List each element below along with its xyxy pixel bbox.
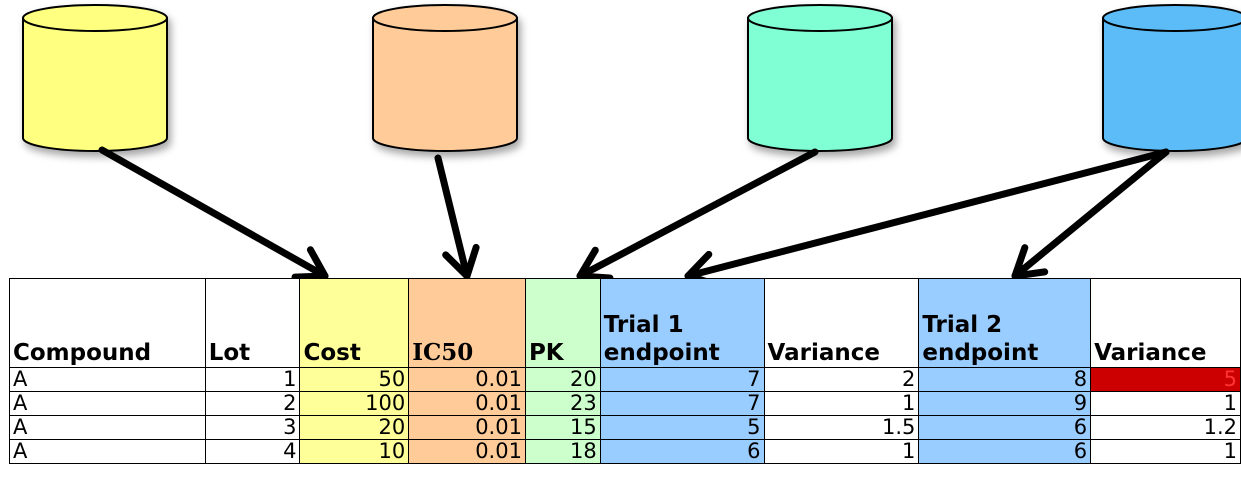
table-cell: 10 [299, 439, 410, 464]
table-cell: 1 [1090, 439, 1241, 464]
table-cell: 1.2 [1090, 415, 1241, 440]
table-cell: 6 [918, 439, 1092, 464]
table-cell: 1 [763, 439, 920, 464]
table-cell: A [9, 367, 206, 392]
teal-database [747, 4, 893, 152]
column-header: Lot [204, 278, 301, 368]
table-cell: 4 [204, 439, 301, 464]
table-cell: 0.01 [408, 415, 526, 440]
table-cell: 1 [204, 367, 301, 392]
table-cell: 20 [299, 415, 410, 440]
arrow-teal-to-pk [576, 148, 819, 282]
table-cell: 3 [204, 415, 301, 440]
table-cell: 7 [599, 391, 765, 416]
table-cell: 0.01 [408, 367, 526, 392]
column-header: PK [524, 278, 601, 368]
table-cell: 23 [524, 391, 601, 416]
column-header: Cost [299, 278, 410, 368]
column-header: Variance [763, 278, 920, 368]
table-cell: A [9, 391, 206, 416]
table-cell: 1 [763, 391, 920, 416]
column-header: Variance [1090, 278, 1241, 368]
table-cell: 2 [204, 391, 301, 416]
table-cell: 5 [1090, 367, 1241, 392]
table-cell: 2 [763, 367, 920, 392]
table-cell: 18 [524, 439, 601, 464]
table-cell: 6 [918, 415, 1092, 440]
table-cell: 0.01 [408, 439, 526, 464]
table-cell: A [9, 415, 206, 440]
column-header: IC50 [408, 278, 526, 368]
table-cell: 1.5 [763, 415, 920, 440]
table-cell: 100 [299, 391, 410, 416]
table-cell: A [9, 439, 206, 464]
arrow-orange-to-ic50 [434, 154, 480, 280]
table-cell: 1 [1090, 391, 1241, 416]
table-cell: 50 [299, 367, 410, 392]
table-cell: 0.01 [408, 391, 526, 416]
table-cell: 5 [599, 415, 765, 440]
table-cell: 6 [599, 439, 765, 464]
arrow-blue-to-trial2 [1011, 148, 1170, 280]
table-cell: 7 [599, 367, 765, 392]
column-header: Trial 1 endpoint [599, 278, 765, 368]
table-cell: 15 [524, 415, 601, 440]
yellow-database [22, 4, 168, 152]
column-header: Compound [9, 278, 206, 368]
arrow-blue-to-trial1 [684, 148, 1170, 289]
column-header: Trial 2 endpoint [918, 278, 1092, 368]
arrow-yellow-to-cost [98, 146, 329, 281]
blue-database [1102, 4, 1241, 152]
table-cell: 20 [524, 367, 601, 392]
table-cell: 8 [918, 367, 1092, 392]
orange-database [372, 4, 518, 152]
table-cell: 9 [918, 391, 1092, 416]
